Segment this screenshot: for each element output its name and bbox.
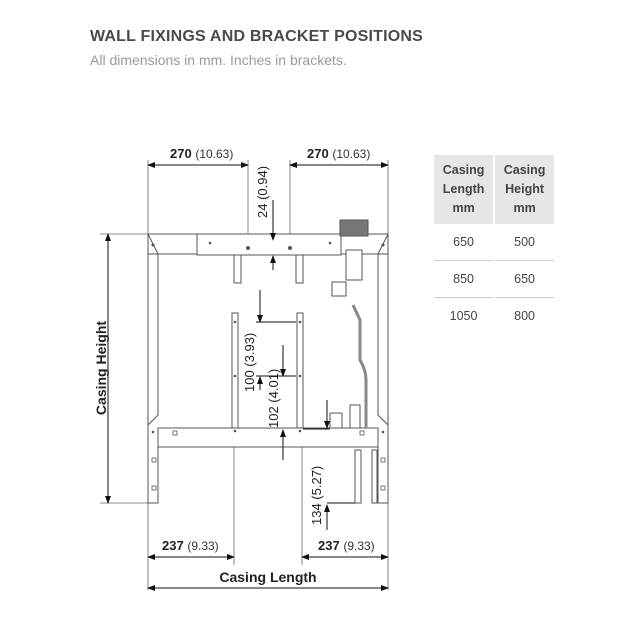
page-subtitle: All dimensions in mm. Inches in brackets… [90, 52, 347, 68]
dim-mid-lower-label: 102 (4.01) [266, 369, 281, 428]
dim-top-right-label: 270 (10.63) [307, 146, 370, 161]
dim-mid-upper-label: 100 (3.93) [242, 333, 257, 392]
dim-rail-bottom-label: 134 (5.27) [309, 466, 324, 525]
dim-top-left-label: 270 (10.63) [170, 146, 233, 161]
casing-frame [147, 219, 389, 504]
page-title: WALL FIXINGS AND BRACKET POSITIONS [90, 28, 424, 45]
dim-top-offset-label: 24 (0.94) [255, 166, 270, 218]
dim-bottom-right-label: 237 (9.33) [318, 538, 375, 553]
dim-bottom-left-label: 237 (9.33) [162, 538, 219, 553]
casing-height-label: Casing Height [93, 321, 109, 415]
casing-length-label: Casing Length [219, 569, 316, 585]
